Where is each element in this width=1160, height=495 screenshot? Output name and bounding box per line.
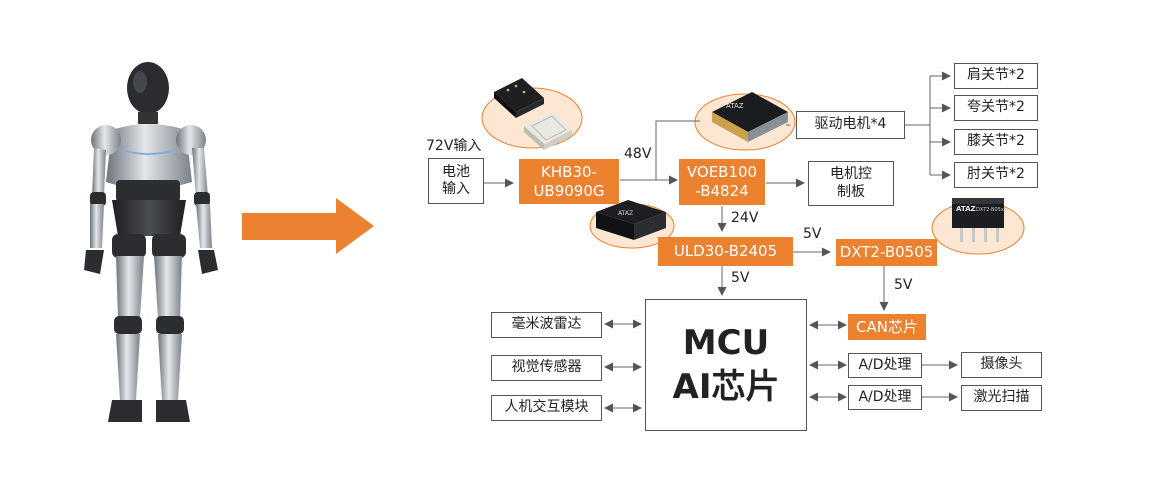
khb-line2: UB9090G: [533, 181, 605, 200]
module-voeb-image: ATAZ: [712, 92, 788, 142]
can-chip-box: CAN芯片: [848, 314, 926, 340]
module-voeb-logo: ATAZ: [726, 102, 744, 110]
khb-module-box: KHB30- UB9090G: [519, 159, 619, 204]
module-uld-logo: ATAZ: [618, 210, 633, 217]
voeb-line1: VOEB100: [686, 163, 758, 182]
vision-sensor-box: 视觉传感器: [491, 355, 602, 381]
battery-input-box: 电池 输入: [428, 158, 484, 204]
uld-module-box: ULD30-B2405: [658, 237, 793, 266]
ai-chip-title: AI芯片: [672, 367, 780, 407]
drive-motor-box: 驱动电机*4: [796, 111, 905, 139]
laser-scan-box: 激光扫描: [961, 385, 1042, 411]
voltage-5v-label-dxt: 5V: [803, 226, 822, 242]
camera-box: 摄像头: [961, 352, 1042, 378]
module-dxt-part: DXT2-B05xx: [976, 207, 1007, 213]
connectors: [484, 71, 958, 413]
humanoid-robot-icon: [84, 62, 218, 422]
khb-line1: KHB30-: [541, 162, 597, 181]
voltage-24v-label: 24V: [731, 210, 759, 226]
voeb-module-box: VOEB100 -B4824: [679, 159, 765, 205]
voltage-48v-label: 48V: [624, 146, 652, 162]
shoulder-joint-box: 肩关节*2: [954, 63, 1038, 89]
elbow-joint-box: 肘关节*2: [954, 162, 1038, 188]
knee-joint-box: 膝关节*2: [954, 129, 1038, 155]
dxt-module-box: DXT2-B0505: [836, 239, 937, 266]
ad-processing-box-2: A/D处理: [848, 385, 922, 410]
hip-joint-box: 夸关节*2: [954, 95, 1038, 121]
motor-controller-box: 电机控 制板: [808, 161, 894, 206]
battery-input-line1: 电池: [442, 163, 470, 180]
voltage-5v-label-mcu: 5V: [731, 270, 750, 286]
module-dxt-image: ATAZ DXT2-B05xx: [952, 198, 1007, 242]
input-voltage-label: 72V输入: [426, 138, 482, 154]
voltage-5v-label-can: 5V: [894, 277, 913, 293]
mcu-title: MCU: [682, 322, 770, 363]
ad-processing-box-1: A/D处理: [848, 353, 922, 378]
module-dxt-logo: ATAZ: [956, 205, 976, 213]
module-uld-image: ATAZ: [596, 200, 666, 240]
motor-controller-line1: 电机控: [830, 166, 872, 182]
battery-input-line2: 输入: [442, 181, 470, 197]
motor-controller-line2: 制板: [837, 183, 865, 200]
arrow-right-icon: [242, 198, 374, 254]
mcu-ai-chip-box: MCU AI芯片: [645, 299, 807, 431]
module-khb-image: [494, 78, 572, 150]
voeb-line2: -B4824: [695, 182, 749, 200]
hmi-module-box: 人机交互模块: [491, 395, 602, 421]
mmwave-radar-box: 毫米波雷达: [491, 312, 602, 338]
